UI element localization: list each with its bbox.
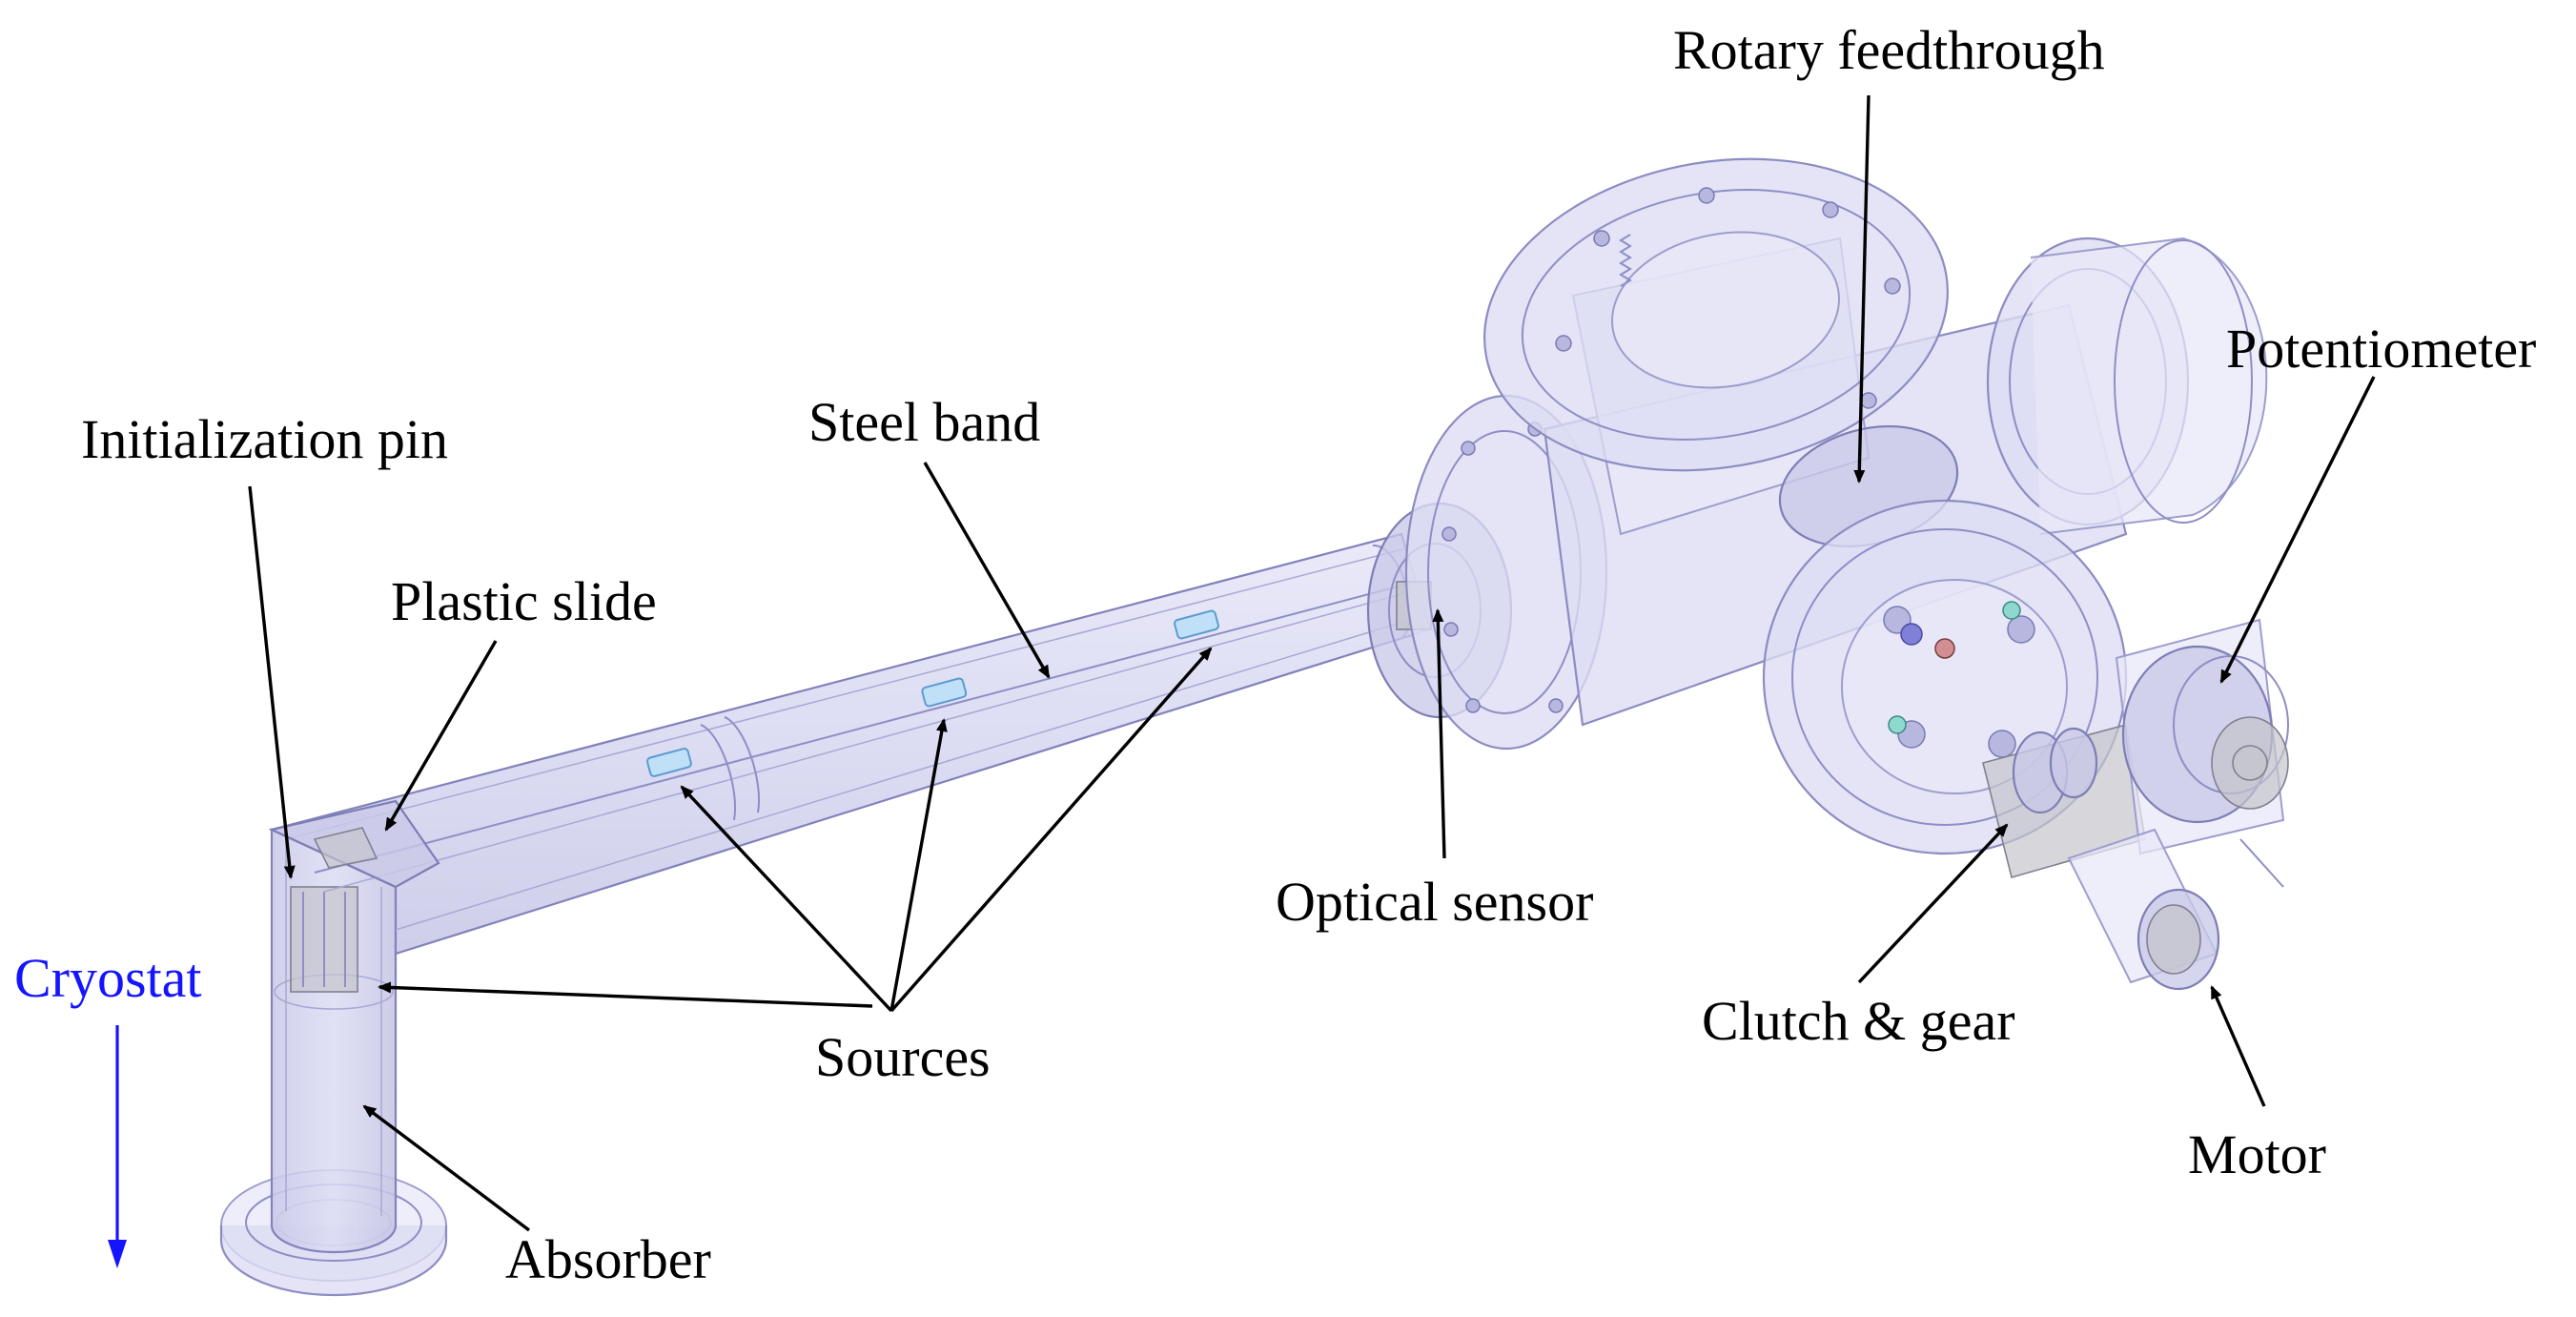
guide-tube bbox=[268, 532, 1432, 956]
arrow-absorber bbox=[362, 1104, 531, 1232]
labels: Rotary feedthrough Potentiometer Initial… bbox=[14, 19, 2536, 1290]
arrow-plastic-slide bbox=[384, 640, 498, 832]
arrow-motor bbox=[2210, 985, 2266, 1107]
label-absorber: Absorber bbox=[505, 1228, 711, 1290]
label-steel-band: Steel band bbox=[808, 391, 1040, 453]
arrow-rotary-feedthrough bbox=[1853, 94, 1871, 484]
vertical-tube bbox=[270, 828, 398, 1254]
arrow-source-4 bbox=[378, 981, 873, 1008]
arrow-clutch-gear bbox=[1857, 823, 2009, 984]
label-clutch-gear: Clutch & gear bbox=[1702, 990, 2015, 1052]
label-rotary-feedthrough: Rotary feedthrough bbox=[1673, 19, 2105, 81]
callout-arrows bbox=[108, 94, 2376, 1268]
arrow-source-1 bbox=[680, 785, 893, 1013]
arrow-optical-sensor bbox=[1432, 608, 1446, 859]
source-capsule bbox=[921, 677, 968, 708]
potentiometer-assembly bbox=[2115, 618, 2289, 888]
arrow-source-2 bbox=[889, 718, 948, 1012]
arrow-initialization-pin bbox=[248, 485, 296, 879]
label-potentiometer: Potentiometer bbox=[2226, 318, 2536, 380]
source-capsule bbox=[1174, 609, 1219, 640]
vacuum-cross bbox=[1483, 157, 2268, 727]
label-plastic-slide: Plastic slide bbox=[391, 570, 657, 632]
arrow-steel-band bbox=[923, 462, 1051, 679]
arrow-source-3 bbox=[889, 647, 1213, 1013]
label-optical-sensor: Optical sensor bbox=[1276, 871, 1593, 933]
arrow-cryostat-head bbox=[108, 1240, 127, 1268]
clutch-gear-assembly bbox=[1982, 724, 2146, 878]
source-capsule bbox=[645, 748, 692, 777]
label-initialization-pin: Initialization pin bbox=[81, 408, 448, 470]
motor-assembly bbox=[2067, 828, 2220, 991]
arrow-potentiometer bbox=[2219, 376, 2376, 684]
label-sources: Sources bbox=[815, 1026, 991, 1088]
source-capsules bbox=[645, 609, 1219, 777]
label-motor: Motor bbox=[2188, 1123, 2326, 1185]
label-cryostat: Cryostat bbox=[14, 947, 202, 1009]
